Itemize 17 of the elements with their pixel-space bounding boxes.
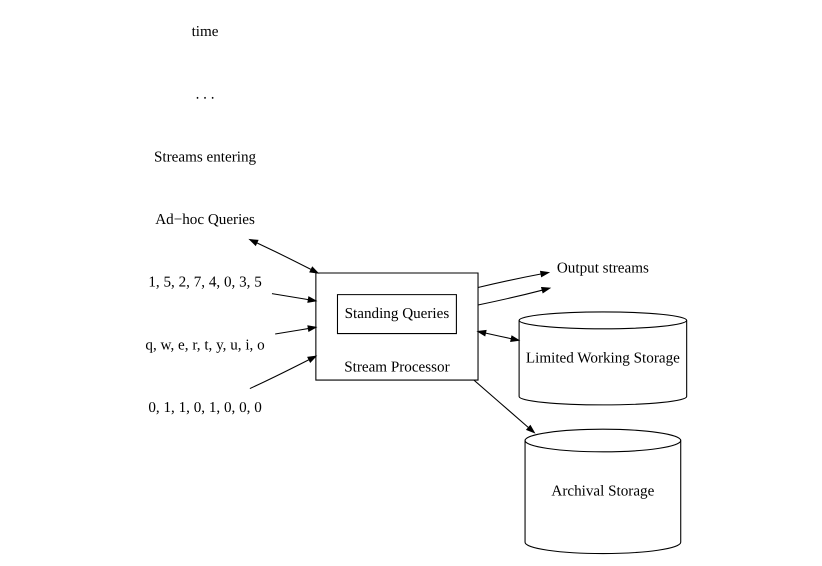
arrow (478, 270, 550, 288)
label: time (192, 24, 218, 40)
arrow (272, 293, 318, 303)
label: . . . (196, 86, 215, 103)
arrow (478, 286, 552, 306)
arrow (248, 238, 320, 274)
arrow (275, 325, 318, 335)
node-box: Standing Queries (336, 294, 457, 334)
node-text: Output streams (556, 260, 649, 277)
arrow (473, 380, 536, 434)
node-text: Ad−hoc Queries (155, 212, 255, 228)
node-text: 0, 1, 1, 0, 1, 0, 0, 0 (148, 400, 262, 416)
label: Streams entering (154, 149, 256, 166)
node-text: q, w, e, r, t, y, u, i, o (145, 337, 265, 354)
arrow (476, 330, 520, 342)
node-text: 1, 5, 2, 7, 4, 0, 3, 5 (148, 274, 262, 291)
arrow (250, 355, 318, 390)
